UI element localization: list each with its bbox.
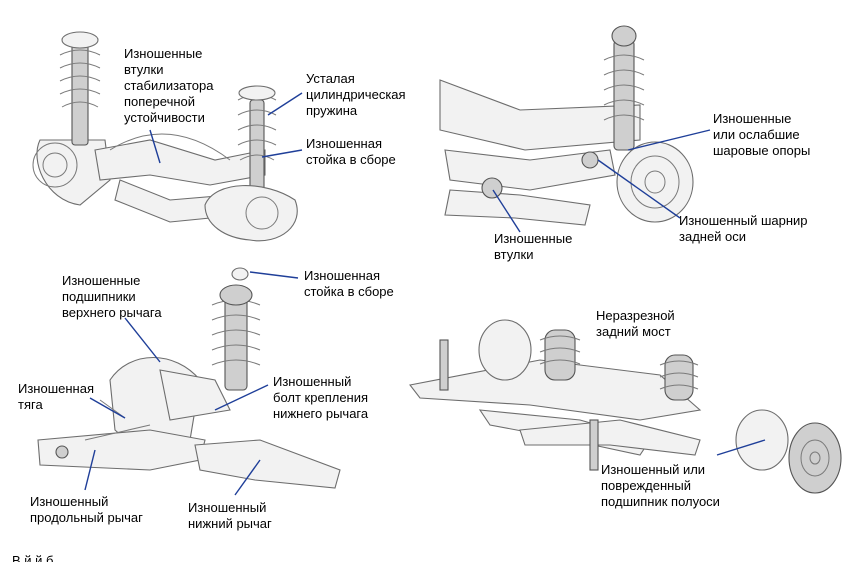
label-lower-arm-bolt: Изношенный болт крепления нижнего рычага — [273, 374, 369, 421]
label-axle-bearing: Изношенный или поврежденный подшипник по… — [601, 462, 720, 509]
label-bushings: Изношенные втулки — [494, 231, 573, 262]
label-trailing-arm: Изношенный продольный рычаг — [30, 494, 143, 525]
label-ball-joints: Изношенные или ослабшие шаровые опоры — [713, 111, 811, 158]
front-strut-drawing — [32, 31, 303, 242]
label-upper-arm-bearings: Изношенные подшипники верхнего рычага — [62, 273, 162, 320]
label-stabilizer-bushings: Изношенные втулки стабилизатора поперечн… — [124, 46, 214, 125]
cut-off-caption: В й й б — [12, 553, 54, 562]
label-strut-assembly-rear: Изношенная стойка в сборе — [304, 268, 394, 299]
label-worn-strut-assembly-front: Изношенная стойка в сборе — [306, 136, 396, 167]
label-tired-coil-spring: Усталая цилиндрическая пружина — [306, 71, 406, 118]
solid-axle-drawing — [409, 319, 842, 494]
label-solid-rear-axle: Неразрезной задний мост — [596, 308, 675, 339]
label-lower-arm: Изношенный нижний рычаг — [188, 500, 272, 531]
double-wishbone-drawing — [37, 267, 341, 496]
label-tie-rod: Изношенная тяга — [18, 381, 95, 412]
rear-multilink-drawing — [439, 25, 711, 233]
label-rear-axle-joint: Изношенный шарнир задней оси — [679, 213, 808, 244]
